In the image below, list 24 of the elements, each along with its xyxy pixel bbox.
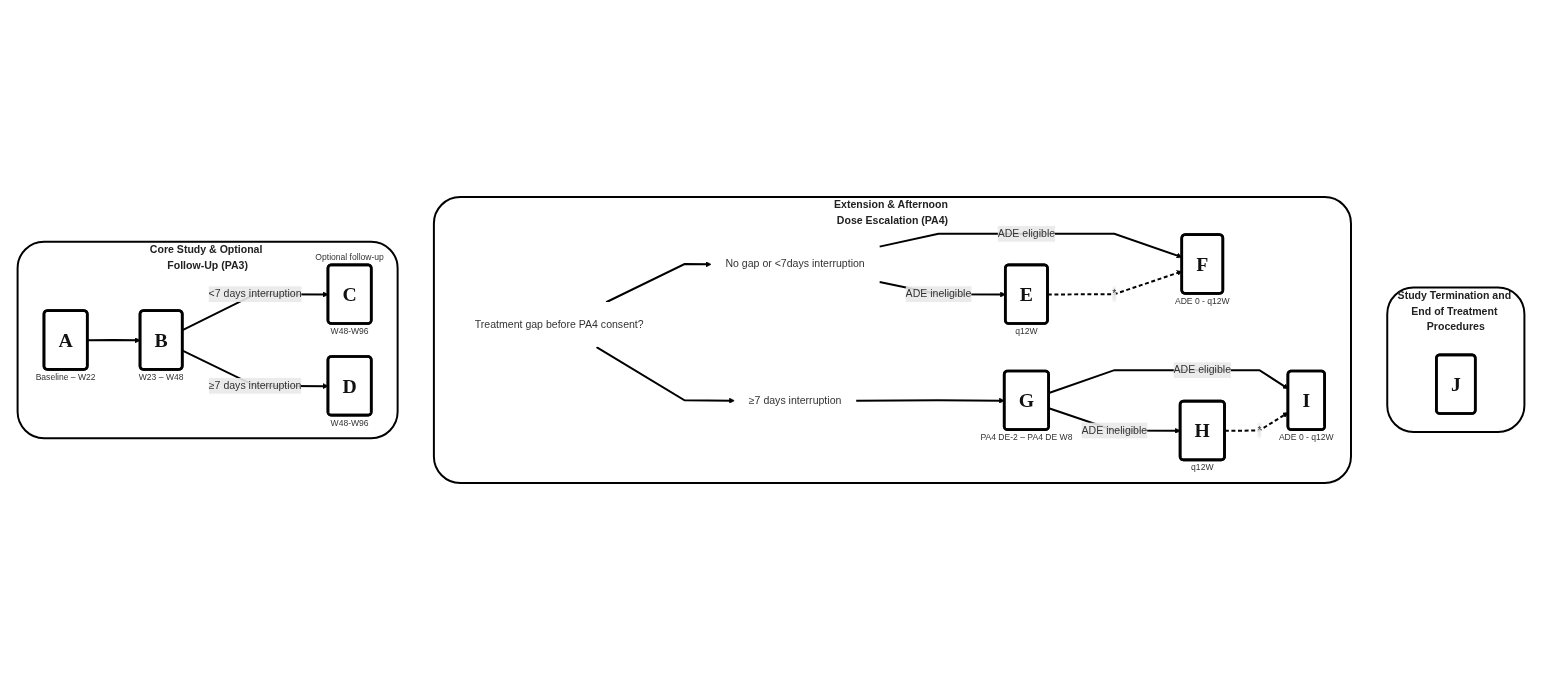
- node-text: ≥7 days interruption: [748, 393, 842, 406]
- edge-label: *: [1112, 287, 1117, 299]
- node-label: q12W: [1191, 461, 1214, 472]
- edge-label: ADE ineligible: [1081, 424, 1148, 436]
- node-label: Baseline – W22: [35, 371, 96, 382]
- node-label: q12W: [1015, 325, 1038, 336]
- node-label: PA4 DE-2 – PA4 DE W8: [980, 431, 1073, 442]
- edge-label: ADE ineligible: [905, 287, 972, 299]
- node-label: ADE 0 - q12W: [1278, 431, 1334, 442]
- node-text: Treatment gap before PA4 consent?: [474, 317, 644, 330]
- arrow: [855, 397, 1005, 404]
- edge-label: *: [1257, 424, 1262, 436]
- arrow: [595, 345, 735, 404]
- edge-label: <7 days interruption: [208, 287, 302, 299]
- node-text: No gap or <7days interruption: [725, 257, 865, 269]
- node-label: W23 – W48: [138, 371, 184, 382]
- node-label: W48-W96: [330, 417, 369, 428]
- edge-label: ADE eligible: [1173, 363, 1232, 375]
- node-label: W48-W96: [330, 325, 369, 336]
- node-label: ADE 0 - q12W: [1174, 295, 1230, 306]
- arrow: [605, 260, 712, 303]
- edge-label: ADE eligible: [997, 227, 1056, 239]
- edge-label: ≥7 days interruption: [208, 379, 302, 391]
- node-label: Optional follow-up: [315, 251, 384, 262]
